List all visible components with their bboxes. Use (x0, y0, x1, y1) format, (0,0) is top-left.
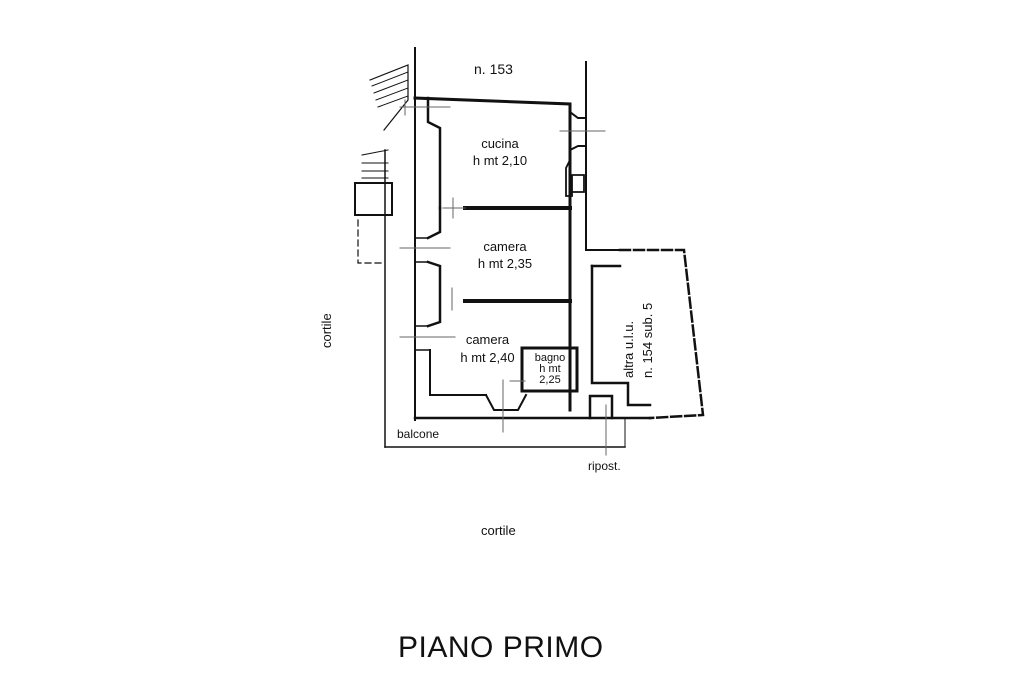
room-height: h mt 2,35 (477, 256, 533, 271)
room-height: h mt 2,40 (460, 350, 515, 365)
neighbor-label-right-2: n. 154 sub. 5 (640, 302, 655, 378)
neighbor-label-right-1: altra u.l.u. (621, 320, 636, 378)
room-height-line2: 2,25 (539, 374, 561, 386)
room-bagno: bagno h mt 2,25 (527, 353, 573, 386)
ripostiglio-walls (588, 394, 614, 420)
room-camera-1: camera h mt 2,35 (455, 240, 555, 270)
neighbor-unit-dashed (618, 248, 705, 420)
plan-title: PIANO PRIMO (398, 631, 604, 664)
staircase-upper (369, 64, 409, 131)
room-height-line1: h mt (539, 363, 561, 375)
staircase-lower-landing (354, 182, 393, 216)
main-wall-right (413, 96, 572, 412)
balcony-label: balcone (397, 427, 440, 441)
room-cucina: cucina h mt 2,10 (455, 137, 545, 167)
room-name: camera (483, 239, 527, 254)
outside-label-bottom: cortile (481, 523, 516, 538)
room-name: bagno (534, 352, 566, 364)
room-name: cucina (481, 136, 519, 151)
outside-label-left: cortile (319, 313, 334, 348)
bagno-walls (520, 346, 579, 393)
room-camera-2: camera h mt 2,40 (445, 333, 530, 364)
room-height: h mt 2,10 (472, 153, 528, 168)
neighbor-label-top: n. 153 (474, 61, 513, 77)
room-name: camera (465, 332, 510, 347)
storage-label: ripost. (588, 459, 621, 473)
